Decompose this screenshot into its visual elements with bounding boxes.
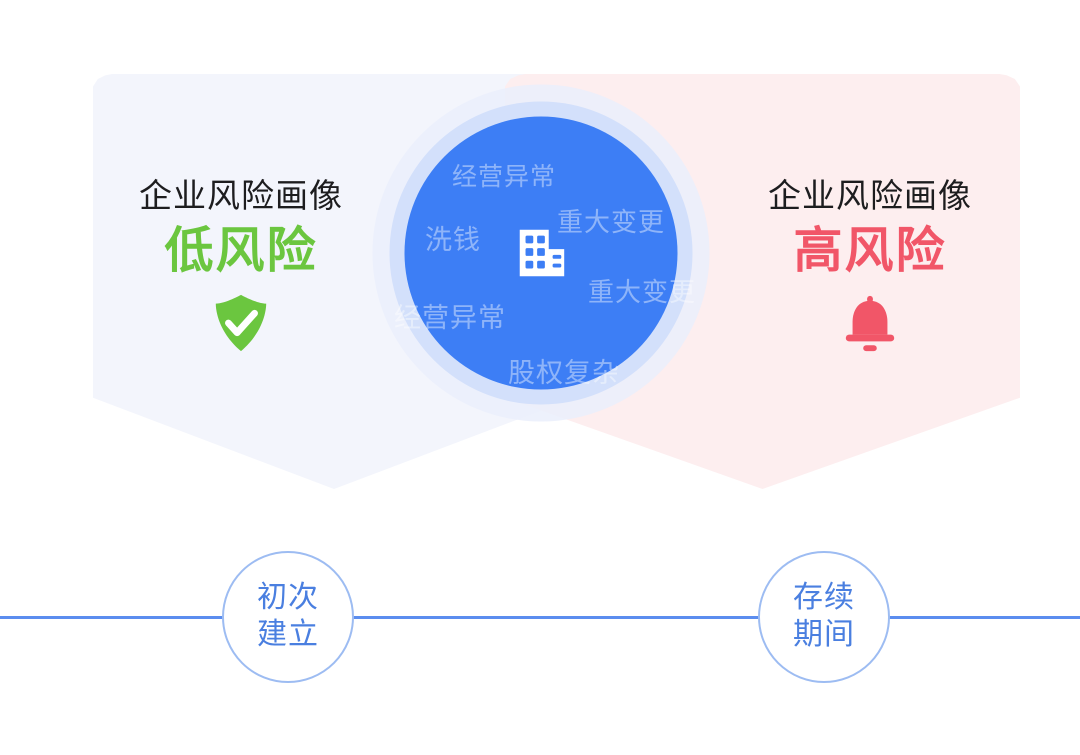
timeline-node-ongoing-line2: 期间 [793, 618, 855, 651]
risk-hub [372, 84, 709, 421]
hub-tag: 洗钱 [425, 225, 481, 255]
low-risk-level-label: 低风险 [164, 224, 318, 279]
high-risk-level-label: 高风险 [793, 224, 947, 279]
hub-tag: 经营异常 [452, 163, 557, 191]
high-risk-title: 企业风险画像 [768, 177, 972, 214]
timeline-rule [0, 616, 1080, 619]
shield-check-icon [111, 292, 371, 354]
timeline-node-initial-line2: 建立 [257, 618, 319, 651]
hub-tag: 重大变更 [588, 277, 697, 307]
hub-tag: 股权复杂 [508, 358, 620, 388]
timeline-node-ongoing[interactable]: 存续 期间 [758, 551, 890, 683]
bell-alert-icon [740, 292, 1000, 354]
low-risk-panel-content: 企业风险画像 低风险 [111, 177, 371, 354]
hub-tag: 重大变更 [557, 207, 666, 237]
timeline-node-initial-line1: 初次 [257, 581, 319, 615]
high-risk-panel-content: 企业风险画像 高风险 [740, 177, 1000, 354]
hub-tag: 经营异常 [394, 303, 506, 333]
office-building-icon [512, 224, 570, 282]
timeline-node-initial[interactable]: 初次 建立 [222, 551, 354, 683]
low-risk-title: 企业风险画像 [139, 177, 343, 214]
timeline-node-ongoing-line1: 存续 [793, 581, 855, 615]
